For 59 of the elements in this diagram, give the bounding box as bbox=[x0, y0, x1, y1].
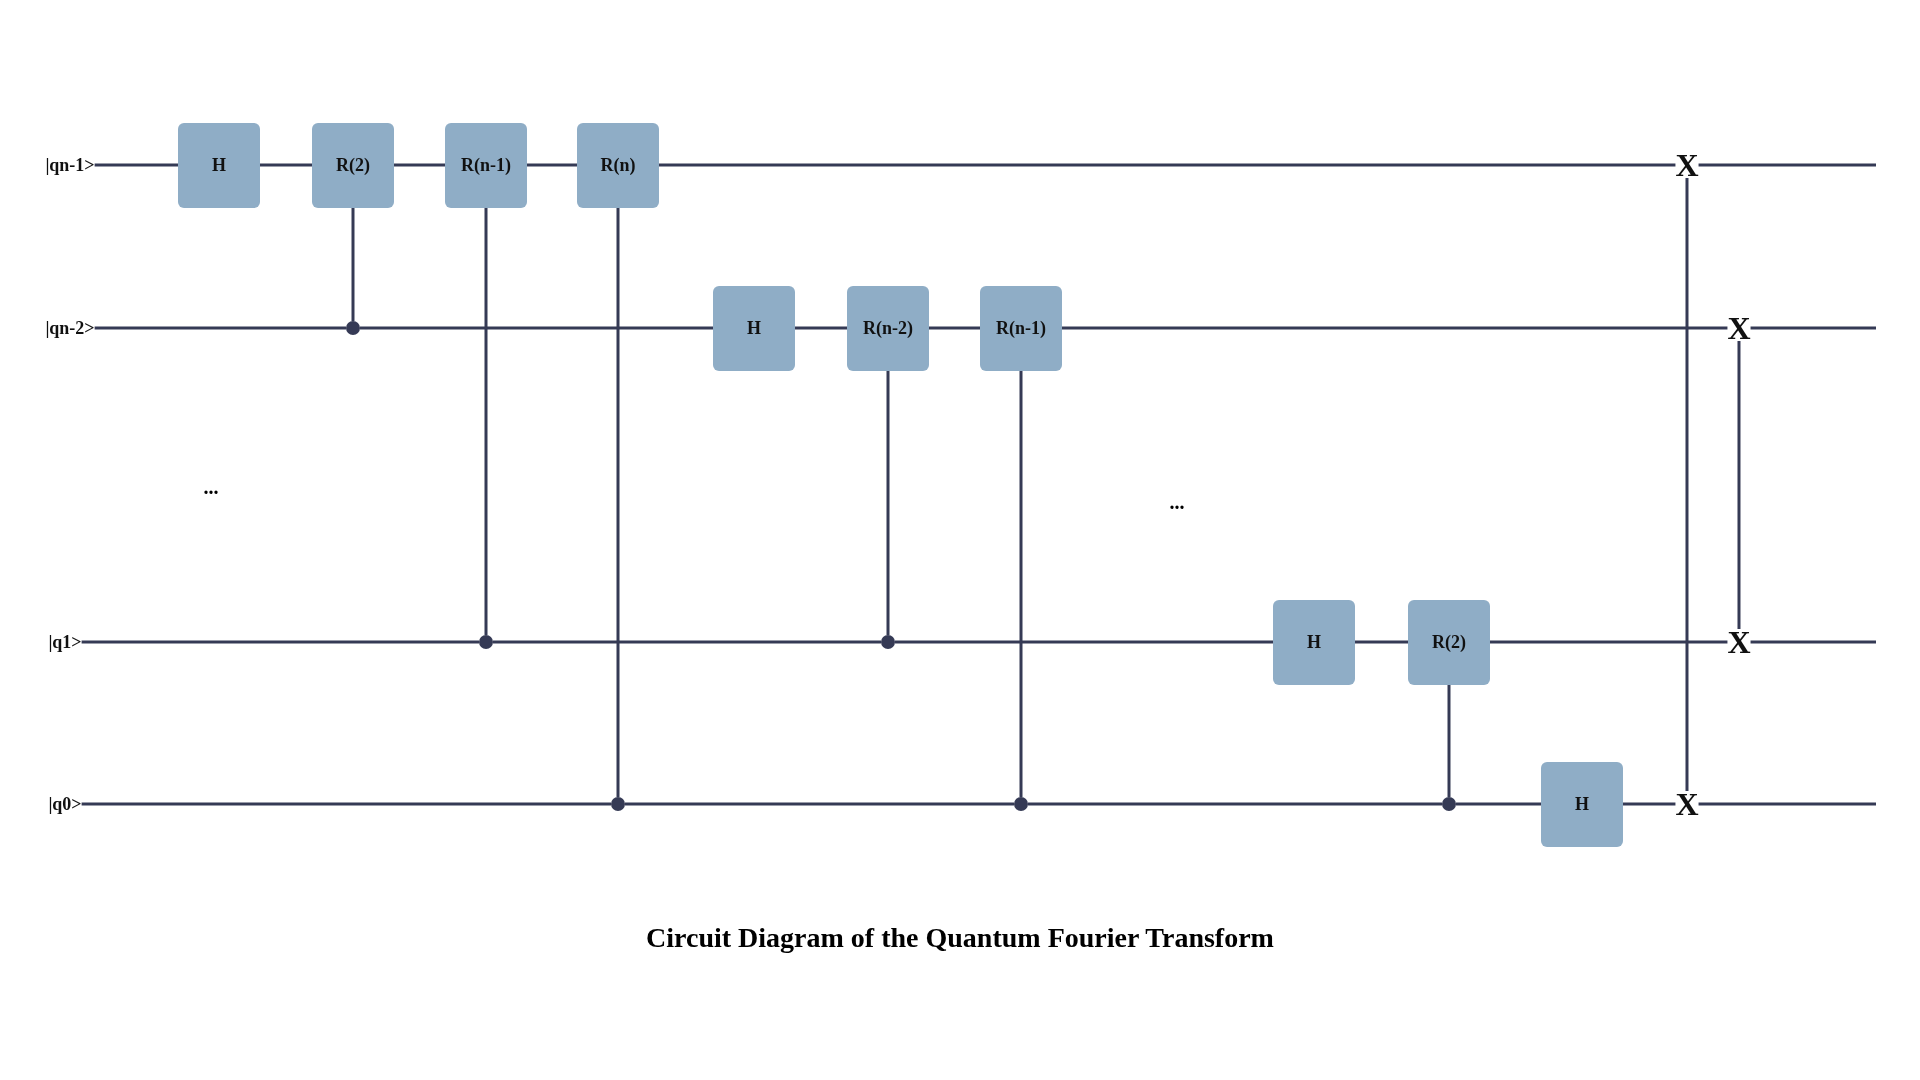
qubit-wire bbox=[1490, 640, 1728, 644]
swap-mark: X bbox=[1727, 629, 1751, 655]
qubit-wire bbox=[795, 326, 847, 330]
swap-mark: X bbox=[1727, 315, 1751, 341]
control-dot bbox=[611, 797, 625, 811]
control-dot bbox=[479, 635, 493, 649]
qubit-wire bbox=[527, 163, 577, 167]
swap-mark: X bbox=[1675, 791, 1699, 817]
qubit-label: |q0> bbox=[48, 793, 82, 815]
gate-box: R(n-1) bbox=[980, 285, 1062, 371]
qubit-wire bbox=[625, 802, 1014, 806]
qubit-label: |qn-1> bbox=[45, 154, 95, 176]
diagram-title: Circuit Diagram of the Quantum Fourier Transform bbox=[646, 922, 1274, 953]
gate-box: H bbox=[713, 285, 795, 371]
qubit-label: |q1> bbox=[48, 631, 82, 653]
gate-box: R(2) bbox=[1408, 599, 1490, 685]
qubit-wire bbox=[1750, 640, 1876, 644]
control-line bbox=[1019, 370, 1023, 797]
qubit-wire bbox=[1623, 802, 1676, 806]
qubit-wire bbox=[1062, 326, 1728, 330]
control-dot bbox=[1014, 797, 1028, 811]
qubit-wire bbox=[1698, 163, 1876, 167]
ellipsis-text: ... bbox=[1169, 490, 1185, 514]
gate-box: H bbox=[1541, 761, 1623, 847]
qubit-wire bbox=[895, 640, 1273, 644]
qubit-wire bbox=[929, 326, 980, 330]
control-line bbox=[886, 370, 890, 635]
control-line bbox=[484, 207, 488, 635]
qubit-wire bbox=[360, 326, 713, 330]
gate-box: H bbox=[178, 122, 260, 208]
qubit-wire bbox=[94, 326, 346, 330]
gate-box: R(n) bbox=[577, 122, 659, 208]
control-dot bbox=[1442, 797, 1456, 811]
qubit-wire bbox=[1028, 802, 1442, 806]
swap-mark: X bbox=[1675, 152, 1699, 178]
qubit-wire bbox=[81, 640, 479, 644]
control-dot bbox=[881, 635, 895, 649]
qubit-wire bbox=[1456, 802, 1541, 806]
control-line bbox=[351, 207, 355, 321]
ellipsis-text: ... bbox=[203, 475, 219, 499]
qubit-wire bbox=[94, 163, 178, 167]
qubit-wire bbox=[394, 163, 445, 167]
gate-box: H bbox=[1273, 599, 1355, 685]
qubit-wire bbox=[81, 802, 611, 806]
control-line bbox=[1447, 684, 1451, 797]
gate-box: R(2) bbox=[312, 122, 394, 208]
qubit-wire bbox=[659, 163, 1676, 167]
qubit-wire bbox=[1355, 640, 1408, 644]
qubit-label: |qn-2> bbox=[45, 317, 95, 339]
qubit-wire bbox=[1698, 802, 1876, 806]
qubit-wire bbox=[493, 640, 881, 644]
qubit-wire bbox=[260, 163, 312, 167]
control-line bbox=[1685, 178, 1689, 791]
gate-box: R(n-1) bbox=[445, 122, 527, 208]
control-line bbox=[1737, 341, 1741, 629]
control-dot bbox=[346, 321, 360, 335]
control-line bbox=[616, 207, 620, 797]
qubit-wire bbox=[1750, 326, 1876, 330]
gate-box: R(n-2) bbox=[847, 285, 929, 371]
